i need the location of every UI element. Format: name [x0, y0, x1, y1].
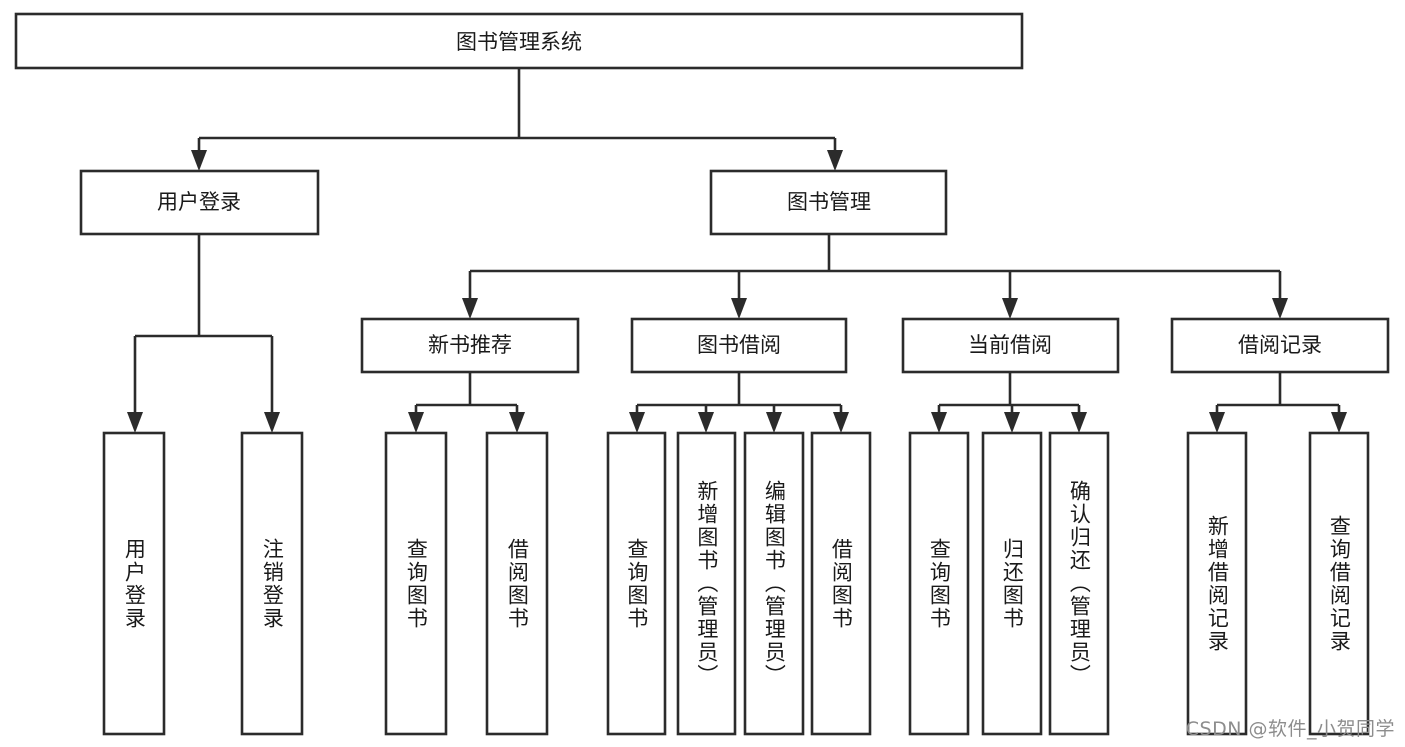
- node-leaf-user-login-label: 用户登录: [122, 537, 147, 630]
- node-book-manage[interactable]: 图书管理: [709, 169, 948, 236]
- node-borrow-record[interactable]: 借阅记录: [1170, 317, 1390, 374]
- arrow-to-leaf-query-record: [1331, 412, 1347, 433]
- node-leaf-add-record[interactable]: 新增借阅记录: [1186, 431, 1248, 736]
- node-leaf-user-login-box[interactable]: [102, 431, 166, 736]
- node-leaf-user-login[interactable]: 用户登录: [102, 431, 166, 736]
- node-leaf-return-book-box[interactable]: [981, 431, 1043, 736]
- node-leaf-logout-box[interactable]: [240, 431, 304, 736]
- node-leaf-confirm-return-box[interactable]: [1048, 431, 1110, 736]
- node-root-box[interactable]: [14, 12, 1024, 70]
- arrow-to-leaf-add-record: [1209, 412, 1225, 433]
- arrow-to-leaf-query-book-cb: [931, 412, 947, 433]
- arrow-to-leaf-edit-book: [766, 412, 782, 433]
- arrow-to-leaf-return-book: [1004, 412, 1020, 433]
- arrow-to-user-login: [191, 150, 207, 171]
- node-new-book-rec-label: 新书推荐: [428, 333, 512, 357]
- node-leaf-query-book-bb-label: 查询图书: [624, 537, 649, 630]
- node-book-manage-box[interactable]: [709, 169, 948, 236]
- node-borrow-record-label: 借阅记录: [1238, 333, 1322, 357]
- node-leaf-borrow-book-rec[interactable]: 借阅图书: [485, 431, 549, 736]
- node-leaf-query-book-rec-label: 查询图书: [404, 537, 429, 630]
- arrow-to-leaf-confirm-return: [1071, 412, 1087, 433]
- arrow-to-book-borrow: [731, 298, 747, 319]
- node-leaf-query-book-cb-box[interactable]: [908, 431, 970, 736]
- node-leaf-query-record-box[interactable]: [1308, 431, 1370, 736]
- node-leaf-borrow-book-bb-box[interactable]: [810, 431, 872, 736]
- node-leaf-return-book-label: 归还图书: [1000, 537, 1025, 630]
- arrow-to-book-manage: [827, 150, 843, 171]
- node-leaf-add-book-label: 新增图书（管理员）: [694, 480, 719, 687]
- node-user-login-label: 用户登录: [157, 190, 241, 214]
- node-leaf-add-record-label: 新增借阅记录: [1205, 514, 1230, 653]
- arrow-to-leaf-add-book: [698, 412, 714, 433]
- node-root-label: 图书管理系统: [456, 30, 582, 54]
- node-leaf-edit-book-box[interactable]: [743, 431, 805, 736]
- arrow-to-borrow-record: [1272, 298, 1288, 319]
- csdn-watermark: CSDN @软件_小贺同学: [1185, 718, 1395, 740]
- arrow-to-leaf-query-book-bb: [629, 412, 645, 433]
- node-leaf-confirm-return[interactable]: 确认归还（管理员）: [1048, 431, 1110, 736]
- node-leaf-query-book-rec-box[interactable]: [384, 431, 448, 736]
- arrow-to-leaf-query-book-rec: [408, 412, 424, 433]
- node-book-borrow-box[interactable]: [630, 317, 848, 374]
- node-leaf-logout-label: 注销登录: [260, 537, 285, 630]
- node-leaf-query-book-rec[interactable]: 查询图书: [384, 431, 448, 736]
- node-leaf-logout[interactable]: 注销登录: [240, 431, 304, 736]
- node-book-borrow-label: 图书借阅: [697, 333, 781, 357]
- node-current-borrow[interactable]: 当前借阅: [901, 317, 1120, 374]
- arrow-to-leaf-logout: [264, 412, 280, 433]
- arrow-to-current-borrow: [1002, 298, 1018, 319]
- node-leaf-query-book-cb[interactable]: 查询图书: [908, 431, 970, 736]
- node-leaf-query-record[interactable]: 查询借阅记录: [1308, 431, 1370, 736]
- node-current-borrow-label: 当前借阅: [968, 333, 1052, 357]
- node-book-manage-label: 图书管理: [787, 190, 871, 214]
- node-new-book-rec[interactable]: 新书推荐: [360, 317, 580, 374]
- node-leaf-query-record-label: 查询借阅记录: [1327, 514, 1352, 653]
- arrow-to-leaf-borrow-book-rec: [509, 412, 525, 433]
- node-leaf-query-book-bb[interactable]: 查询图书: [606, 431, 667, 736]
- node-leaf-borrow-book-rec-label: 借阅图书: [505, 537, 530, 630]
- node-leaf-borrow-book-bb-label: 借阅图书: [829, 537, 854, 630]
- connector-layer: [127, 68, 1347, 433]
- node-book-borrow[interactable]: 图书借阅: [630, 317, 848, 374]
- arrow-to-leaf-user-login: [127, 412, 143, 433]
- node-leaf-add-book[interactable]: 新增图书（管理员）: [676, 431, 737, 736]
- node-leaf-query-book-bb-box[interactable]: [606, 431, 667, 736]
- node-leaf-query-book-cb-label: 查询图书: [927, 537, 952, 630]
- node-leaf-edit-book[interactable]: 编辑图书（管理员）: [743, 431, 805, 736]
- node-borrow-record-box[interactable]: [1170, 317, 1390, 374]
- node-leaf-edit-book-label: 编辑图书（管理员）: [762, 480, 787, 687]
- node-leaf-confirm-return-label: 确认归还（管理员）: [1067, 480, 1092, 687]
- node-leaf-add-book-box[interactable]: [676, 431, 737, 736]
- node-root[interactable]: 图书管理系统: [14, 12, 1024, 70]
- node-leaf-borrow-book-rec-box[interactable]: [485, 431, 549, 736]
- node-leaf-return-book[interactable]: 归还图书: [981, 431, 1043, 736]
- node-new-book-rec-box[interactable]: [360, 317, 580, 374]
- arrow-to-new-book-rec: [462, 298, 478, 319]
- node-current-borrow-box[interactable]: [901, 317, 1120, 374]
- node-user-login[interactable]: 用户登录: [79, 169, 320, 236]
- node-leaf-borrow-book-bb[interactable]: 借阅图书: [810, 431, 872, 736]
- arrow-to-leaf-borrow-book-bb: [833, 412, 849, 433]
- node-leaf-add-record-box[interactable]: [1186, 431, 1248, 736]
- node-user-login-box[interactable]: [79, 169, 320, 236]
